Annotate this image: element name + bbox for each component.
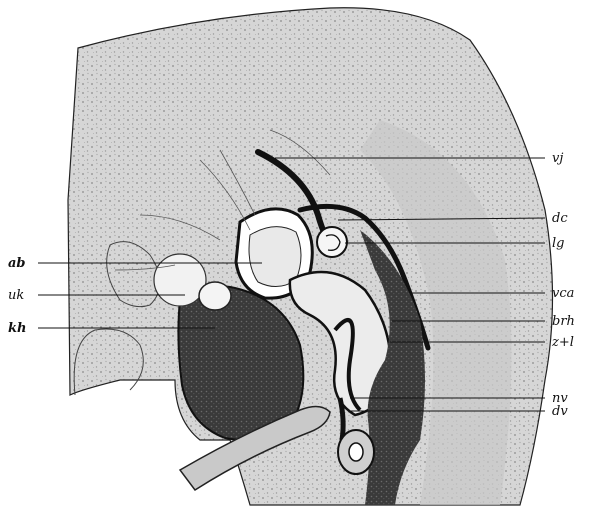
label-brh: brh <box>552 314 575 329</box>
label-lg: lg <box>552 236 564 251</box>
label-dv: dv <box>552 404 568 419</box>
label-vj: vj <box>552 151 563 166</box>
label-dc: dc <box>552 211 568 226</box>
label-vca: vca <box>552 286 574 301</box>
label-uk: uk <box>8 288 24 303</box>
label-ab: ab <box>8 256 26 271</box>
vesicle-lg <box>317 227 347 257</box>
vesicle-small <box>199 282 231 310</box>
cross-section-dv-inner <box>349 443 363 461</box>
label-zl: z+l <box>551 335 574 350</box>
vesicle-uk <box>154 254 206 306</box>
label-kh: kh <box>8 321 26 336</box>
